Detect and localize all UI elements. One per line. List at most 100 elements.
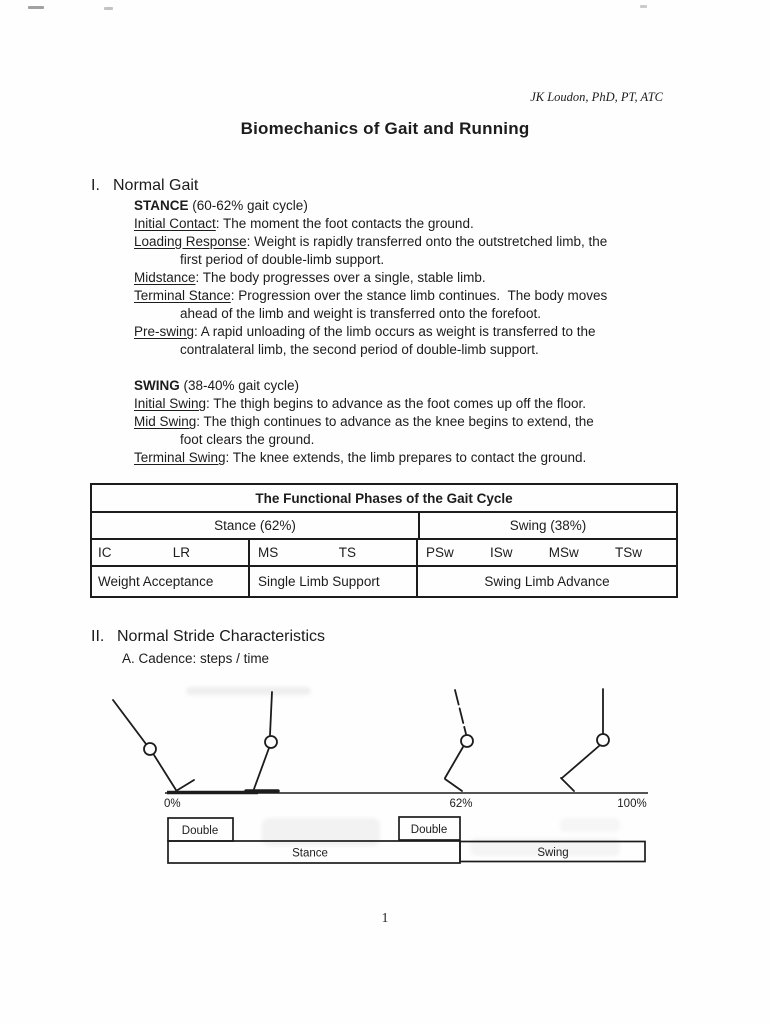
thigh-line: [454, 689, 467, 735]
double-support-box-2: [398, 816, 461, 841]
abbrev-cell-2: MS TS: [248, 540, 416, 565]
shank-line: [253, 747, 270, 790]
stick-figure-swing: [560, 688, 610, 792]
definition-item: Midstance: The body progresses over a si…: [134, 269, 716, 287]
section-2: II. Normal Stride Characteristics A. Cade…: [91, 627, 691, 667]
tick-label-62: 62%: [449, 798, 472, 810]
section-numeral: I.: [91, 177, 100, 194]
table-title-row: The Functional Phases of the Gait Cycle: [92, 485, 676, 511]
definition-text: : The moment the foot contacts the groun…: [215, 216, 474, 231]
group-swing-limb-advance: Swing Limb Advance: [416, 567, 676, 596]
section-1: I. Normal Gait STANCE (60-62% gait cycle)…: [91, 176, 716, 467]
section-1-heading: I. Normal Gait: [91, 176, 716, 195]
term-underlined: Initial Swing: [134, 396, 207, 411]
definition-item: Pre-swing: A rapid unloading of the limb…: [134, 323, 716, 359]
term-underlined: Midstance: [134, 270, 196, 285]
definition-text: : Weight is rapidly transferred onto the…: [246, 234, 608, 249]
page-title: Biomechanics of Gait and Running: [240, 119, 530, 138]
foot-line: [560, 777, 575, 792]
term-underlined: Loading Response: [134, 234, 247, 249]
stance-header-cell: Stance (62%): [214, 518, 296, 533]
ground-line: [165, 790, 648, 795]
stance-paren: (60-62% gait cycle): [188, 198, 308, 213]
definition-text: : The thigh continues to advance as the …: [196, 414, 594, 429]
abbrev-ts: TS: [338, 545, 356, 560]
definition-item: Terminal Stance: Progression over the st…: [134, 287, 716, 323]
bleed-artifacts: [186, 687, 620, 856]
phase-bars: [167, 816, 646, 864]
double-label-1: Double: [182, 825, 218, 837]
section-2-heading: II. Normal Stride Characteristics: [91, 627, 691, 646]
definition-text: : The knee extends, the limb prepares to…: [225, 450, 587, 465]
abbrev-ic: IC: [98, 545, 112, 560]
foot-line: [175, 779, 195, 792]
swing-paren: (38-40% gait cycle): [179, 378, 300, 393]
abbrev-cell-3: PSw ISw MSw TSw: [416, 540, 676, 565]
continuation-text: contralateral limb, the second period of…: [180, 342, 539, 357]
term-underlined: Terminal Stance: [134, 288, 231, 303]
cadence-subitem: A. Cadence: steps / time: [122, 651, 270, 666]
abbrev-ms: MS: [258, 545, 279, 560]
definition-item: Mid Swing: The thigh continues to advanc…: [134, 413, 716, 449]
knee-circle: [460, 734, 474, 748]
section-heading-text: Normal Stride Characteristics: [117, 628, 326, 645]
table-phase-row: Stance (62%) Swing (38%): [92, 511, 676, 538]
stance-label: STANCE: [134, 198, 189, 213]
gait-cycle-diagram: 0% 62% 100% Double Double Stance Swing: [0, 675, 770, 875]
shank-line: [153, 754, 177, 791]
table-abbrev-row: IC LR MS TS PSw ISw MSw TSw: [92, 538, 676, 565]
tick-label-0: 0%: [164, 798, 181, 810]
definition-item: Initial Contact: The moment the foot con…: [134, 215, 716, 233]
gait-diagram-svg: 0% 62% 100% Double Double Stance Swing: [112, 687, 648, 864]
stance-bar-label: Stance: [292, 848, 328, 860]
definition-item: Terminal Swing: The knee extends, the li…: [134, 449, 716, 467]
shank-line: [561, 745, 600, 779]
term-underlined: Mid Swing: [134, 414, 197, 429]
abbrev-cell-1: IC LR: [92, 540, 248, 565]
double-label-2: Double: [411, 824, 447, 836]
stick-figure-foot-flat: [244, 691, 280, 793]
swing-label-line: SWING (38-40% gait cycle): [134, 377, 716, 395]
abbrev-tsw: TSw: [614, 545, 642, 560]
thigh-line: [269, 691, 273, 736]
continuation-text: foot clears the ground.: [180, 432, 315, 447]
definition-text: : The body progresses over a single, sta…: [195, 270, 486, 285]
term-underlined: Initial Contact: [134, 216, 216, 231]
term-underlined: Pre-swing: [134, 324, 195, 339]
abbrev-isw: ISw: [490, 545, 513, 560]
swing-bar: [459, 840, 646, 863]
abbrev-msw: MSw: [548, 545, 579, 560]
foot-line: [444, 778, 463, 792]
scan-artifact: [104, 7, 113, 10]
definition-text: : The thigh begins to advance as the foo…: [206, 396, 587, 411]
swing-bar-label: Swing: [537, 847, 568, 859]
definition-text: : A rapid unloading of the limb occurs a…: [194, 324, 596, 339]
continuation-text: ahead of the limb and weight is transfer…: [180, 306, 541, 321]
scan-artifact: [640, 5, 647, 8]
section-numeral: II.: [91, 628, 105, 645]
knee-circle: [143, 742, 157, 756]
group-weight-acceptance: Weight Acceptance: [98, 574, 214, 589]
swing-header-cell: Swing (38%): [418, 513, 676, 538]
definition-text: : Progression over the stance limb conti…: [230, 288, 608, 303]
scan-artifact: [28, 6, 44, 9]
stick-figure-heel-strike: [112, 699, 195, 792]
knee-circle: [264, 735, 278, 749]
stance-label-line: STANCE (60-62% gait cycle): [134, 197, 716, 215]
thigh-line: [112, 699, 147, 745]
swing-label: SWING: [134, 378, 180, 393]
group-single-limb-support: Single Limb Support: [248, 567, 416, 596]
functional-phases-table: The Functional Phases of the Gait Cycle …: [90, 483, 678, 598]
section-heading-text: Normal Gait: [113, 177, 199, 194]
swing-phase-block: SWING (38-40% gait cycle) Initial Swing:…: [134, 377, 716, 467]
abbrev-psw: PSw: [426, 545, 454, 560]
knee-circle: [596, 733, 610, 747]
tick-label-100: 100%: [617, 798, 646, 810]
author-byline: JK Loudon, PhD, PT, ATC: [530, 90, 663, 104]
page-number: 1: [381, 910, 389, 925]
stance-phase-block: STANCE (60-62% gait cycle) Initial Conta…: [134, 197, 716, 359]
continuation-text: first period of double-limb support.: [180, 252, 385, 267]
shank-line: [444, 746, 464, 779]
abbrev-lr: LR: [172, 545, 190, 560]
